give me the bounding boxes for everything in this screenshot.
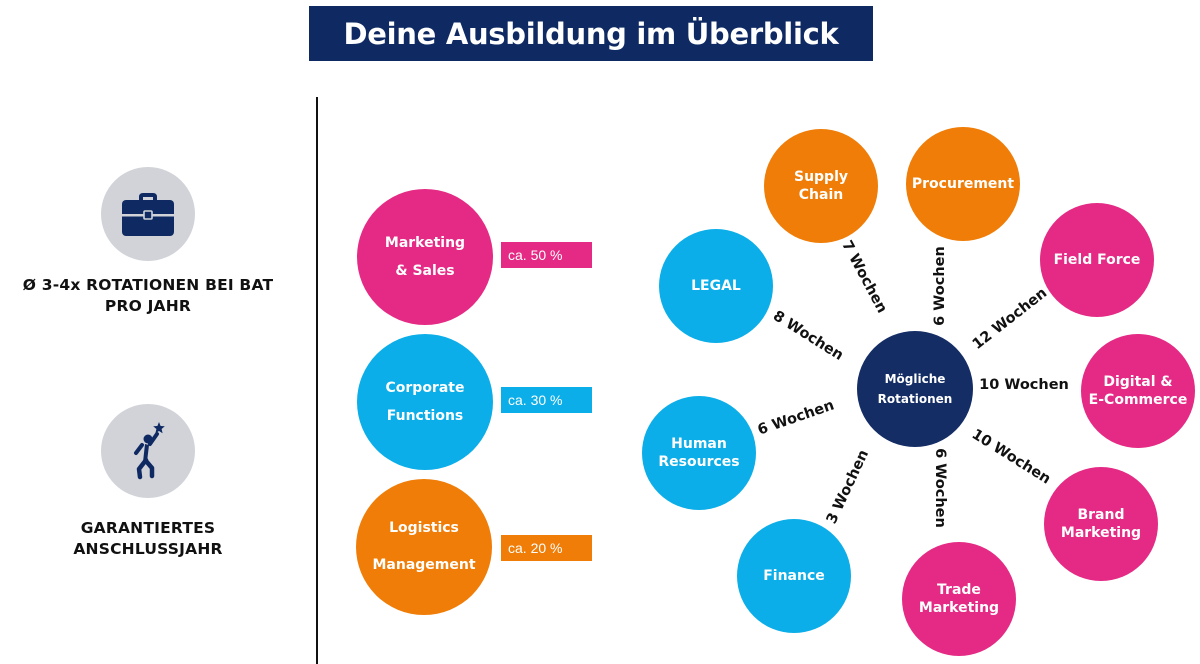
duration-label-procurement: 6 Wochen bbox=[932, 246, 948, 326]
feature-guarantee-line-1: GARANTIERTES bbox=[80, 519, 216, 537]
rotation-finance-line-1: Finance bbox=[763, 568, 825, 584]
rotation-finance: Finance bbox=[737, 519, 851, 633]
rotation-procurement-line-1: Procurement bbox=[911, 176, 1015, 192]
rotation-legal-line-1: LEGAL bbox=[691, 278, 741, 294]
rotation-digital-ecommerce: Digital & E-Commerce bbox=[1081, 334, 1195, 448]
rotation-field-force: Field Force bbox=[1040, 203, 1154, 317]
page-title-text: Deine Ausbildung im Überblick bbox=[343, 16, 839, 51]
rotation-supply-chain-line-2: Chain bbox=[798, 187, 844, 203]
feature-rotations-line-1: Ø 3-4x ROTATIONEN BEI BAT bbox=[22, 276, 274, 294]
duration-label-legal: 8 Wochen bbox=[769, 308, 847, 364]
area-corporate-functions: Corporate Functions bbox=[357, 334, 493, 470]
center-line-1: Mögliche bbox=[884, 372, 946, 386]
duration-label-trade-marketing: 6 Wochen bbox=[932, 448, 948, 528]
percent-badge-corporate-functions: ca. 30 % bbox=[501, 387, 592, 413]
area-marketing-sales-line-1: Marketing bbox=[384, 235, 466, 251]
feature-guarantee-line-2: ANSCHLUSSJAHR bbox=[73, 540, 223, 558]
duration-label-field-force: 12 Wochen bbox=[969, 285, 1051, 353]
duration-label-supply-chain: 7 Wochen bbox=[838, 238, 890, 316]
feature-rotations-text: Ø 3-4x ROTATIONEN BEI BAT PRO JAHR bbox=[0, 275, 296, 317]
rotation-supply-chain-line-1: Supply bbox=[793, 169, 849, 185]
duration-label-digital-ecommerce: 10 Wochen bbox=[979, 377, 1069, 393]
duration-label-brand-marketing: 10 Wochen bbox=[968, 426, 1054, 488]
area-corporate-functions-line-2: Functions bbox=[386, 408, 464, 424]
rotation-legal: LEGAL bbox=[659, 229, 773, 343]
duration-label-finance: 3 Wochen bbox=[823, 447, 873, 527]
rotation-digital-ecommerce-line-2: E-Commerce bbox=[1088, 392, 1188, 408]
center-line-2: Rotationen bbox=[877, 392, 953, 406]
feature-guarantee-text: GARANTIERTES ANSCHLUSSJAHR bbox=[0, 518, 296, 560]
vertical-divider bbox=[316, 97, 318, 664]
rotation-human-resources-line-2: Resources bbox=[658, 454, 740, 470]
rotation-brand-marketing-line-2: Marketing bbox=[1060, 525, 1142, 541]
rotation-supply-chain: Supply Chain bbox=[764, 129, 878, 243]
jumping-person-star-icon bbox=[101, 404, 195, 498]
percent-badge-logistics-management: ca. 20 % bbox=[501, 535, 592, 561]
feature-rotations-line-2: PRO JAHR bbox=[104, 297, 192, 315]
rotation-digital-ecommerce-line-1: Digital & bbox=[1103, 374, 1173, 390]
rotation-brand-marketing: Brand Marketing bbox=[1044, 467, 1158, 581]
area-logistics-management-line-2: Management bbox=[372, 557, 476, 573]
percent-badge-marketing-sales: ca. 50 % bbox=[501, 242, 592, 268]
rotation-procurement: Procurement bbox=[906, 127, 1020, 241]
area-logistics-management: Logistics Management bbox=[356, 479, 492, 615]
rotation-human-resources: Human Resources bbox=[642, 396, 756, 510]
rotation-field-force-line-1: Field Force bbox=[1053, 252, 1141, 268]
area-corporate-functions-line-1: Corporate bbox=[385, 380, 465, 396]
rotation-trade-marketing-line-2: Marketing bbox=[918, 600, 1000, 616]
area-marketing-sales: Marketing & Sales bbox=[357, 189, 493, 325]
page-title: Deine Ausbildung im Überblick bbox=[309, 6, 873, 61]
center-possible-rotations: Mögliche Rotationen bbox=[857, 331, 973, 447]
rotation-trade-marketing: Trade Marketing bbox=[902, 542, 1016, 656]
rotation-human-resources-line-1: Human bbox=[671, 436, 727, 452]
duration-label-human-resources: 6 Wochen bbox=[755, 397, 837, 439]
briefcase-icon bbox=[101, 167, 195, 261]
rotation-brand-marketing-line-1: Brand bbox=[1077, 507, 1125, 523]
rotation-trade-marketing-line-1: Trade bbox=[937, 582, 981, 598]
area-marketing-sales-line-2: & Sales bbox=[395, 263, 455, 279]
area-logistics-management-line-1: Logistics bbox=[389, 520, 459, 536]
